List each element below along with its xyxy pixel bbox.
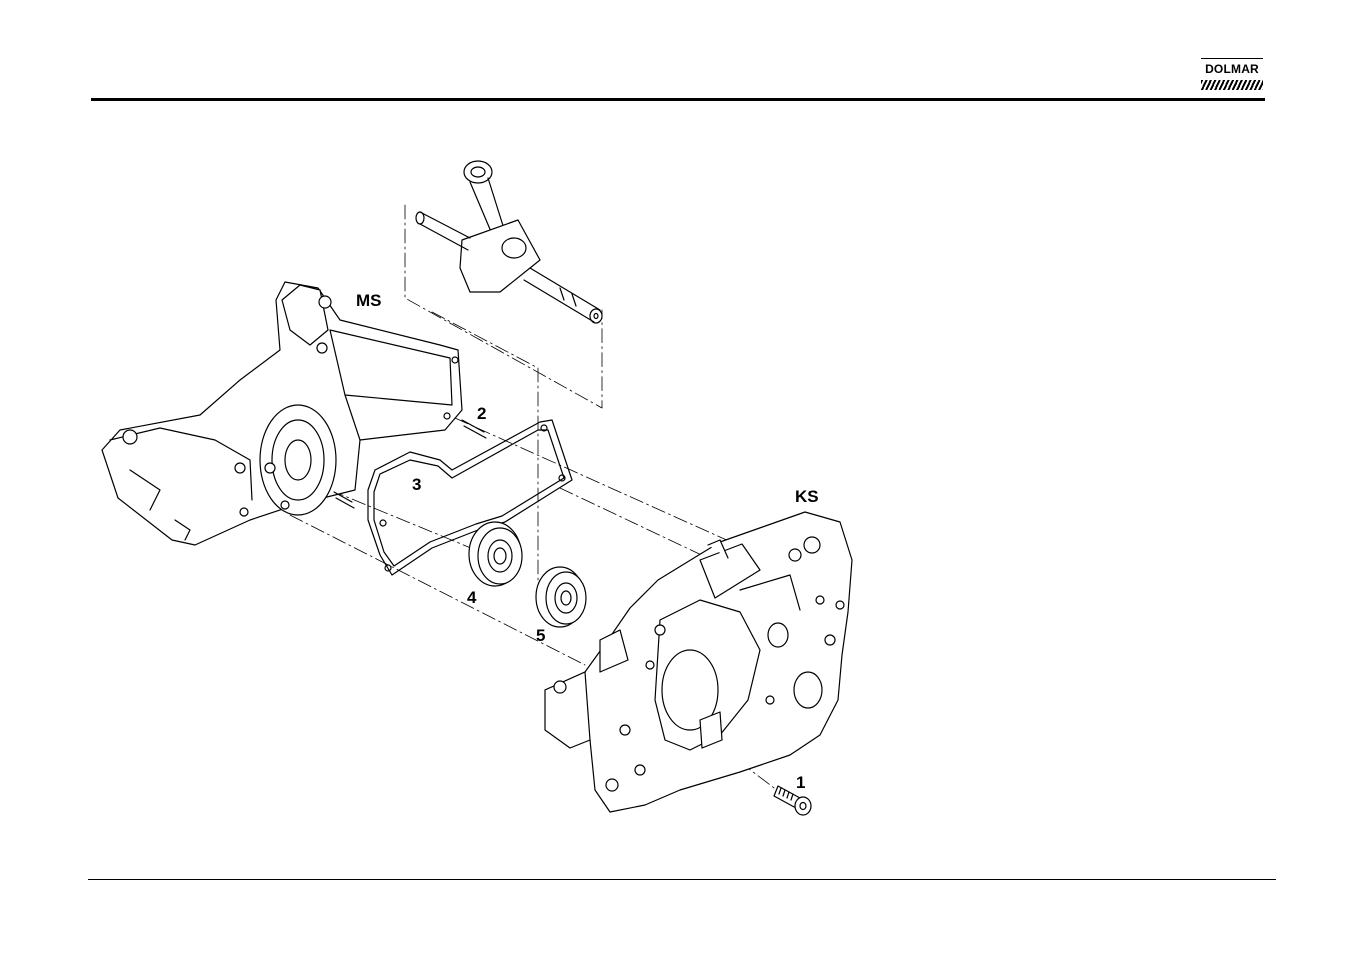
label-item-3: 3 [412,475,421,494]
crankshaft [416,161,602,323]
label-item-5: 5 [536,626,545,645]
label-item-4: 4 [467,588,477,607]
crankcase-ks [545,512,852,812]
bearing-5 [536,567,586,627]
bearing-4 [469,522,522,586]
label-item-2: 2 [477,404,486,423]
label-item-1: 1 [796,773,805,792]
crankcase-ms [102,282,462,545]
label-ms: MS [356,291,382,310]
label-ks: KS [795,487,819,506]
footer-rule [88,879,1276,880]
